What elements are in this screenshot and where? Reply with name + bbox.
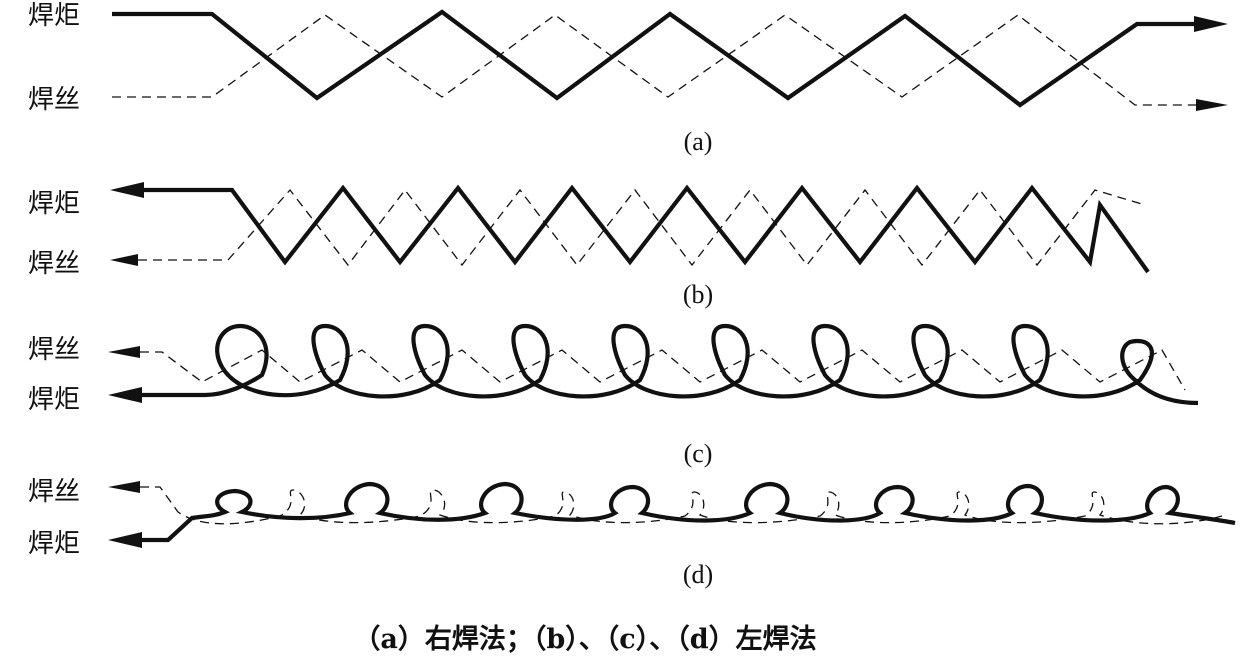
panel-d-torch-path <box>140 481 1236 543</box>
panel-b-wire-label: 焊丝 <box>28 249 80 279</box>
panel-c-torch-arrowhead <box>108 387 142 403</box>
panel-d-torch-label: 焊炬 <box>28 529 80 559</box>
panel-a-torch-label: 焊炬 <box>28 1 80 31</box>
panel-c-wire-arrowhead <box>108 346 140 358</box>
panel-b-torch-label: 焊炬 <box>28 189 80 219</box>
panel-a-wire-arrowhead <box>1196 99 1228 111</box>
panel-a-torch-path <box>112 9 1200 108</box>
panel-c-torch-path <box>140 323 1199 406</box>
panel-c-torch-label: 焊炬 <box>28 385 80 415</box>
panel-d-wire-path <box>140 486 1223 525</box>
panel-b-torch-arrowhead <box>110 182 144 198</box>
panel-d-torch-arrowhead <box>108 532 142 548</box>
panel-b-wire-arrowhead <box>110 254 138 266</box>
panel-d-caption: (d) <box>683 560 713 589</box>
panel-d: 焊丝 焊炬 (d) <box>28 477 1236 589</box>
panel-a-caption: (a) <box>684 127 713 156</box>
panel-c: 焊丝 焊炬 (c) <box>28 323 1199 468</box>
panel-a-wire-path <box>112 14 1200 106</box>
panel-b-torch-path <box>140 184 1150 274</box>
panel-d-wire-arrowhead <box>108 481 140 493</box>
panel-c-wire-label: 焊丝 <box>28 335 80 365</box>
figure-caption: （a）右焊法；（b）、（c）、（d）左焊法 <box>353 624 816 655</box>
panel-b-wire-path <box>138 188 1146 267</box>
panel-c-caption: (c) <box>684 439 713 468</box>
panel-b-caption: (b) <box>683 280 713 309</box>
panel-a-wire-label: 焊丝 <box>28 85 80 115</box>
panel-d-wire-label: 焊丝 <box>28 477 80 507</box>
panel-a-torch-arrowhead <box>1194 16 1228 32</box>
panel-a: 焊炬 焊丝 (a) <box>28 1 1228 156</box>
panel-c-wire-path <box>140 349 1186 391</box>
panel-b: 焊炬 焊丝 (b) <box>28 182 1150 309</box>
